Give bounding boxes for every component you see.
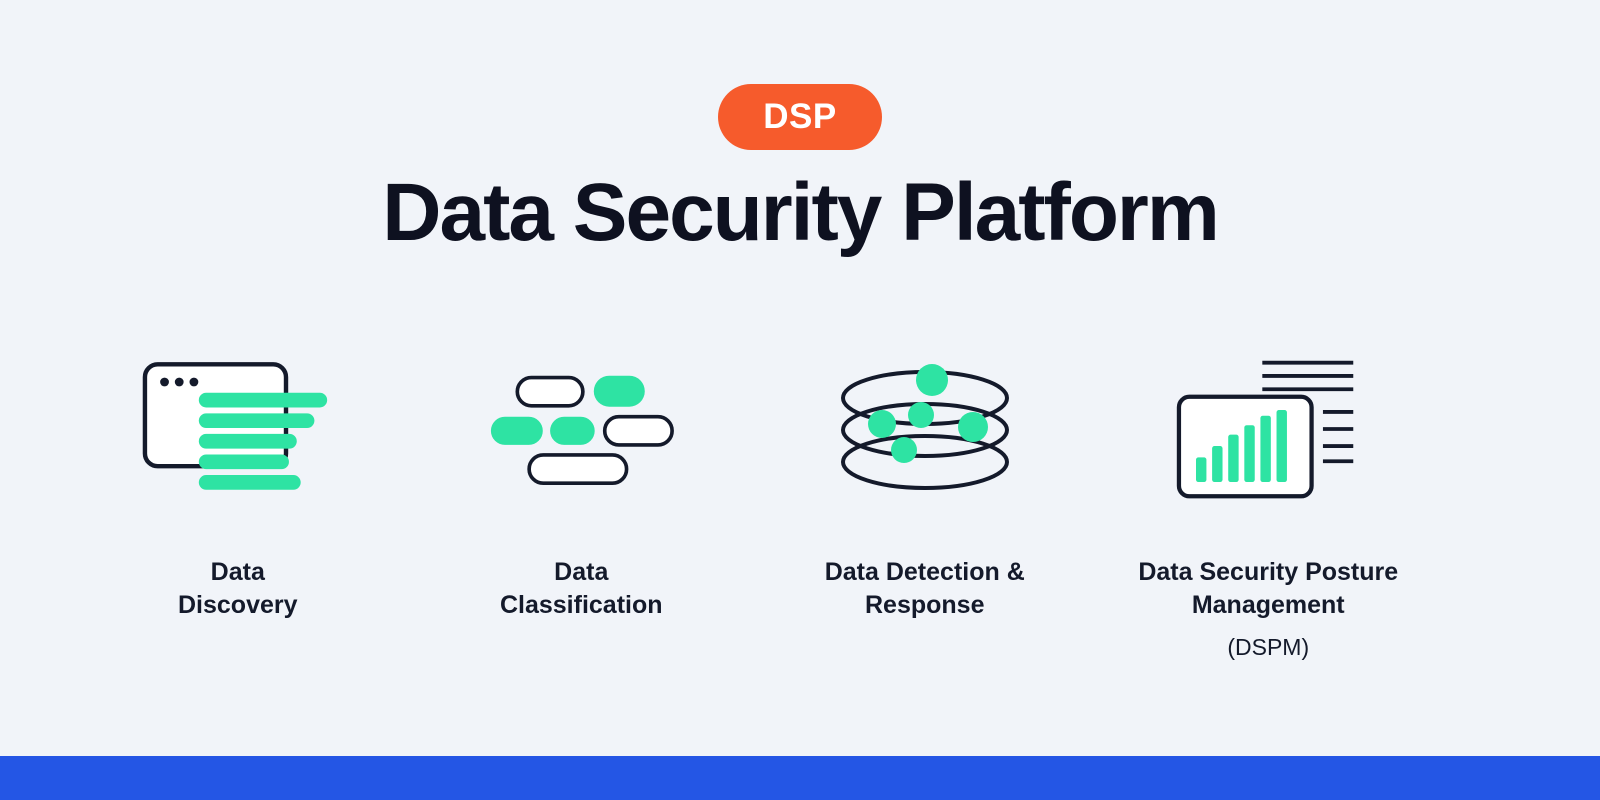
feature-label-line1: Data (554, 558, 609, 587)
feature-label-line2: Management (1191, 591, 1345, 620)
feature-label-line2: Discovery (177, 591, 298, 620)
feature-data-discovery: Data Discovery (66, 354, 410, 661)
feature-dspm: Data Security Posture Management (DSPM) (1097, 354, 1441, 661)
page-title: Data Security Platform (382, 167, 1219, 258)
chart-report-icon (1175, 354, 1361, 504)
database-dots-icon (825, 354, 1025, 504)
feature-label-line1: Data (210, 558, 265, 587)
database-dots-icon-svg (840, 364, 1009, 491)
classification-pills-icon-svg (490, 375, 674, 486)
feature-label-sub: (DSPM) (1227, 634, 1310, 661)
feature-label-line2: Classification (499, 591, 663, 620)
browser-list-icon (142, 354, 334, 504)
features-row: Data Discovery Data Classification (0, 354, 1600, 661)
feature-label: Data Security Posture Management (1138, 556, 1398, 622)
feature-label: Data Detection & Response (825, 556, 1025, 622)
feature-label: Data Classification (500, 556, 663, 622)
chart-report-icon-svg (1177, 360, 1354, 499)
feature-label-line2: Response (865, 591, 985, 620)
browser-list-icon-svg (142, 362, 327, 490)
feature-data-classification: Data Classification (410, 354, 754, 661)
feature-label-line1: Data Detection & (824, 558, 1025, 587)
feature-label-line1: Data Security Posture (1138, 558, 1399, 587)
feature-label: Data Discovery (178, 556, 298, 622)
footer-bar (0, 756, 1600, 800)
feature-data-detection-response: Data Detection & Response (753, 354, 1097, 661)
dsp-badge: DSP (718, 84, 882, 150)
classification-pills-icon (488, 354, 675, 504)
